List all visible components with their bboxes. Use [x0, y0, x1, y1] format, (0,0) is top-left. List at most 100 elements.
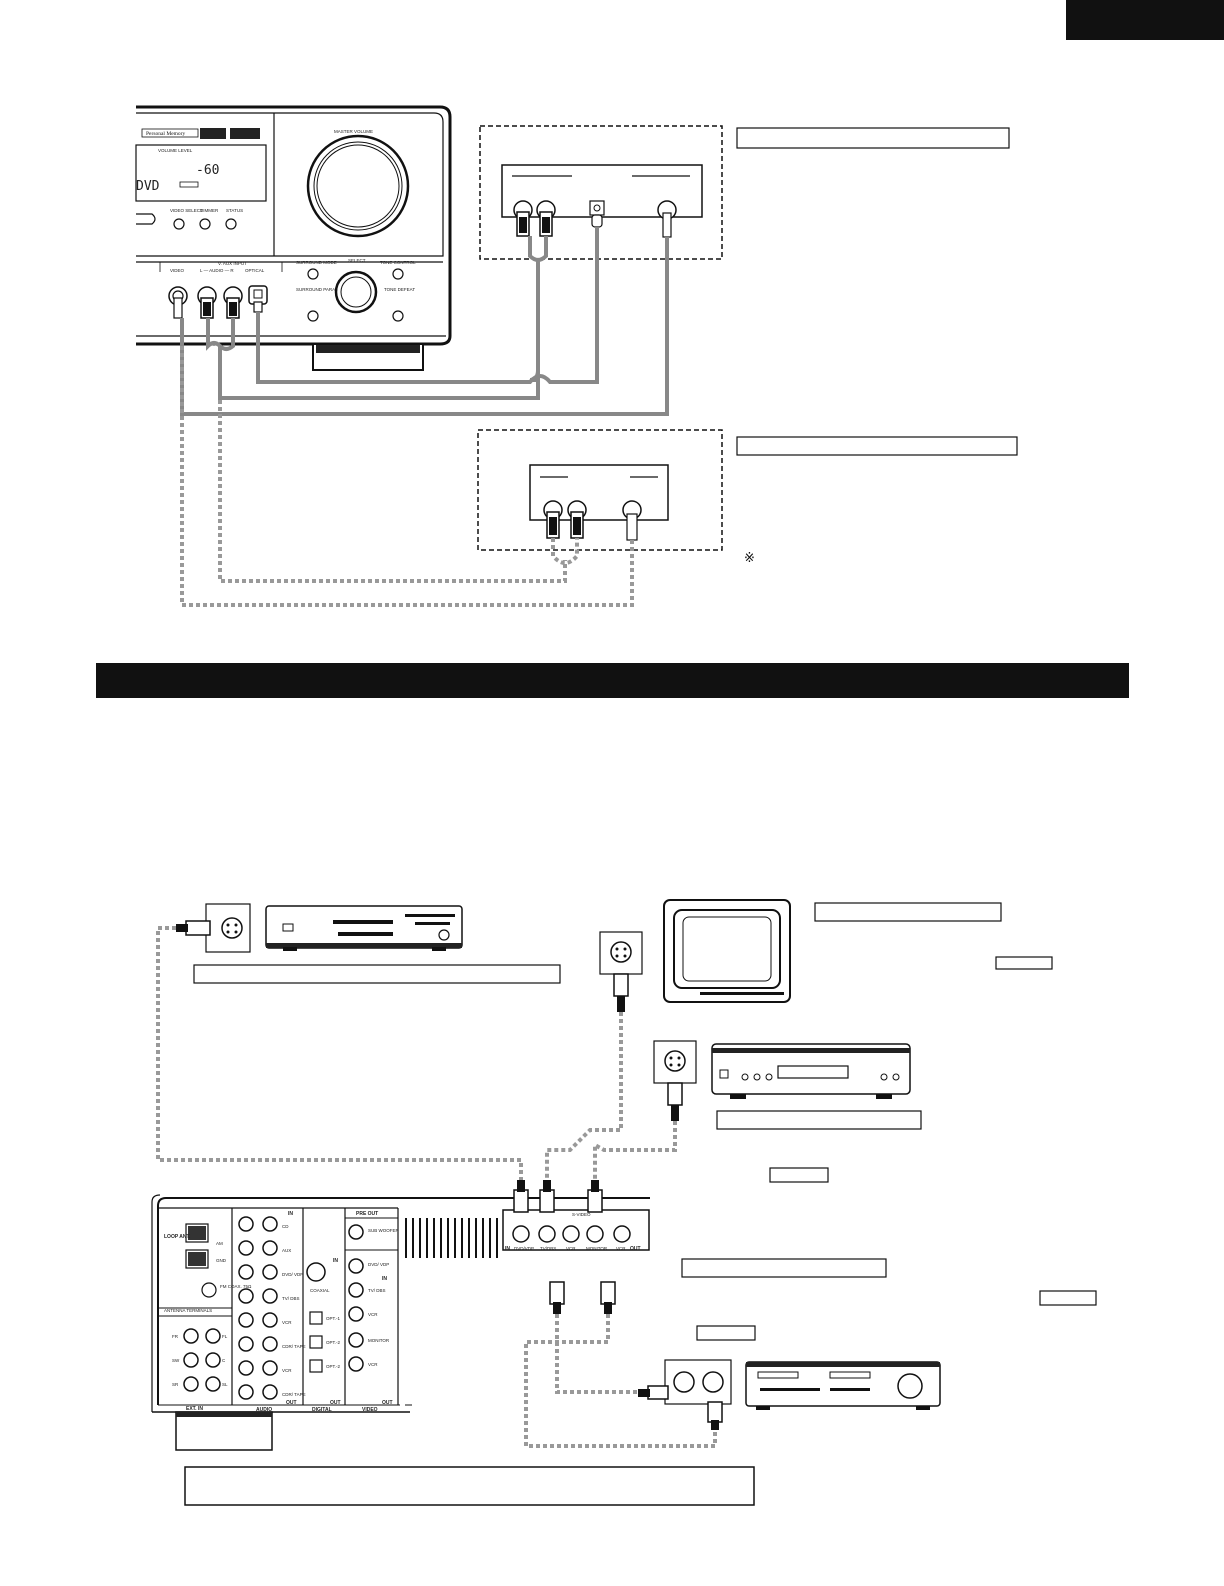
- video-dvd-label: DVD/ VDP: [368, 1262, 389, 1267]
- audio-label: AUDIO: [256, 1407, 272, 1413]
- vcr-deck: [638, 1359, 941, 1430]
- master-volume-knob[interactable]: [306, 134, 410, 238]
- svideo-out-label: OUT: [630, 1246, 641, 1252]
- front-cables: [180, 227, 669, 416]
- svideo-in-label: IN: [505, 1246, 510, 1252]
- tone-defeat-button[interactable]: [392, 310, 404, 322]
- svideo-vcr-out-label: VCR: [616, 1246, 626, 1251]
- receiver-rear-panel: LOOP ANT. AM GND FM COAX. 75Ω ANTENNA TE…: [151, 1194, 650, 1451]
- coaxial-label: COAXIAL: [310, 1288, 330, 1293]
- ext-in-label: EXT. IN: [186, 1406, 203, 1412]
- fm-coax-label: FM COAX. 75Ω: [220, 1284, 252, 1289]
- video-vcr-label: VCR: [368, 1312, 378, 1317]
- ext-jack-label-video: VIDEO: [170, 268, 185, 273]
- select-label: SELECT: [348, 258, 366, 263]
- label-box-monitor-out: [681, 1258, 887, 1278]
- video-vcr-out-label: VCR: [368, 1362, 378, 1367]
- video-monitor-label: MONITOR: [368, 1338, 390, 1343]
- front-button-label-status: STATUS: [226, 208, 243, 213]
- ext-in-fl: FL: [222, 1334, 228, 1339]
- brand-badge: Personal Memory: [146, 131, 186, 137]
- rear-vents: [405, 1218, 498, 1258]
- label-box-dvd: [193, 964, 561, 984]
- master-volume-label: MASTER VOLUME: [334, 129, 373, 134]
- opt1-label: OPT.-1: [326, 1316, 341, 1321]
- ext-in-sl: SL: [222, 1382, 228, 1387]
- front-audio-l-jack[interactable]: [197, 286, 217, 319]
- digital-out-label: OUT: [330, 1400, 341, 1406]
- ext-in-sw: SW: [172, 1358, 180, 1363]
- tone-defeat-label: TONE DEFEAT: [384, 287, 415, 292]
- label-box-vdp: [716, 1110, 922, 1130]
- svideo-monitor-label: MONITOR: [586, 1246, 608, 1251]
- video-out-label: OUT: [382, 1400, 393, 1406]
- ext-input-label: V. AUX INPUT: [218, 261, 247, 266]
- opt2-out-label: OPT.-2: [326, 1364, 341, 1369]
- audio-cdr-label: CDR/ TAPE: [282, 1344, 306, 1349]
- device1-audio-r-jack[interactable]: [536, 200, 556, 237]
- device1-audio-l-jack[interactable]: [513, 200, 533, 237]
- svideo-jacks: [512, 1225, 631, 1243]
- surround-parameter-button[interactable]: [307, 310, 319, 322]
- sub-woofer-label: SUB WOOFER: [368, 1228, 400, 1233]
- dimmer-button[interactable]: [199, 218, 211, 230]
- source-device-box-1: [479, 125, 723, 260]
- gnd-label: GND: [216, 1258, 227, 1263]
- digital-in-label: IN: [333, 1258, 338, 1264]
- video-tv-label: TV/ DBS: [368, 1288, 386, 1293]
- select-knob[interactable]: [334, 270, 378, 314]
- footnote-mark: ※: [744, 551, 755, 566]
- badge-vcr: [696, 1325, 756, 1341]
- front-button-label-dimmer: DIMMER: [200, 208, 219, 213]
- video-select-button[interactable]: [173, 218, 185, 230]
- device1-video-jack[interactable]: [657, 200, 677, 238]
- audio-dvd-label: DVD/ VDP: [282, 1272, 303, 1277]
- coaxial-jack[interactable]: [306, 1262, 326, 1282]
- svideo-plugs: [513, 1180, 616, 1314]
- opt2-out-jack[interactable]: [309, 1359, 323, 1373]
- ext-in-jacks: [183, 1328, 221, 1392]
- front-dashed-cables: [180, 346, 634, 607]
- front-video-jack[interactable]: [168, 286, 188, 319]
- badge-monitor-out: [1039, 1290, 1097, 1306]
- video-label: VIDEO: [362, 1407, 378, 1413]
- badge-monitor: [995, 956, 1053, 970]
- vdp-player: [653, 1040, 911, 1121]
- fm-antenna-jack[interactable]: [201, 1282, 217, 1298]
- audio-aux-label: AUX: [282, 1248, 291, 1253]
- svideo-cables: [156, 926, 717, 1448]
- pre-out-label: PRE OUT: [356, 1211, 378, 1217]
- section-heading-bar: [96, 663, 1129, 698]
- ext-jack-label-audio: L — AUDIO — R: [200, 268, 234, 273]
- audio-vcr-out-label: VCR: [282, 1368, 292, 1373]
- display-level: -60: [196, 163, 219, 178]
- antenna-terminals-label: ANTENNA TERMINALS: [164, 1308, 212, 1313]
- ext-jack-label-optical: OPTICAL: [245, 268, 265, 273]
- label-box-1: [736, 127, 1010, 149]
- opt1-jack[interactable]: [309, 1311, 323, 1325]
- status-button[interactable]: [225, 218, 237, 230]
- device2-audio-r-jack[interactable]: [567, 500, 587, 539]
- badge-vdp: [769, 1167, 829, 1183]
- display-source: DVD: [136, 179, 160, 194]
- svideo-tv-label: TV/DBS: [540, 1246, 556, 1251]
- audio-tv-label: TV/ DBS: [282, 1296, 300, 1301]
- ext-in-fr: FR: [172, 1334, 179, 1339]
- surround-mode-label: SURROUND MODE: [296, 260, 337, 265]
- surround-parameter-label: SURROUND PARAMETER: [296, 287, 352, 292]
- label-box-monitor: [814, 902, 1002, 922]
- audio-vcr-label: VCR: [282, 1320, 292, 1325]
- opt2-jack[interactable]: [309, 1335, 323, 1349]
- audio-cdr-out-label: CDR/ TAPE: [282, 1392, 306, 1397]
- front-optical-jack[interactable]: [248, 285, 268, 313]
- tone-control-button[interactable]: [392, 268, 404, 280]
- front-audio-r-jack[interactable]: [223, 286, 243, 319]
- tone-control-label: TONE CONTROL: [380, 260, 416, 265]
- device1-optical-jack[interactable]: [589, 200, 605, 228]
- digital-label: DIGITAL: [312, 1407, 332, 1413]
- dvd-player: [176, 903, 463, 953]
- device2-audio-l-jack[interactable]: [543, 500, 563, 539]
- audio-cd-label: CD: [282, 1224, 289, 1229]
- surround-mode-button[interactable]: [307, 268, 319, 280]
